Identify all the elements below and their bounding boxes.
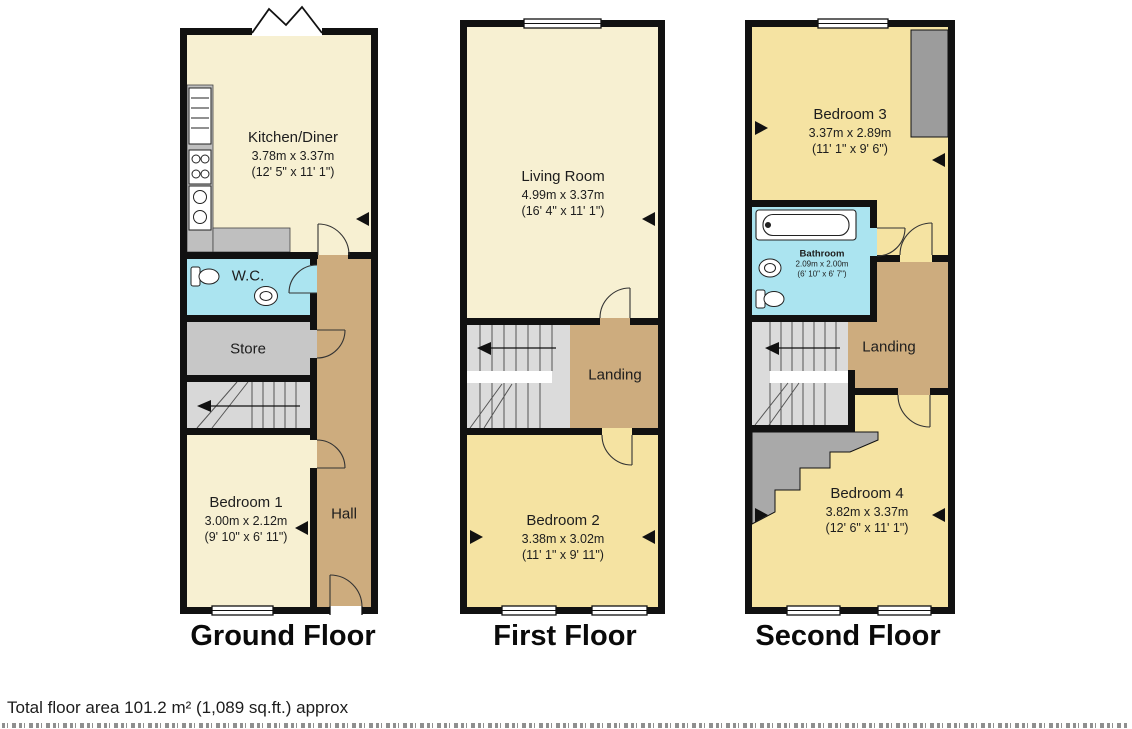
room-name: Living Room: [521, 168, 605, 185]
landing2-lower-floor: [848, 322, 948, 395]
sloped-ceiling-area: [751, 431, 879, 525]
bay-window: [251, 5, 323, 36]
store-floor: [187, 322, 317, 375]
room-label-kitchen-diner: Kitchen/Diner 3.78m x 3.37m (12' 5" x 11…: [248, 128, 338, 180]
room-label-store: Store: [230, 339, 266, 359]
ground-door-arcs: [288, 223, 363, 608]
room-name: Bathroom: [799, 248, 845, 260]
room-name: W.C.: [231, 267, 265, 285]
room-size-imperial: (12' 5" x 11' 1"): [251, 164, 335, 179]
room-label-landing-first: Landing: [588, 365, 641, 385]
room-size-metric: 3.82m x 3.37m: [825, 504, 909, 519]
second-floor-geometry: [745, 18, 955, 616]
first-door-arcs: [599, 287, 633, 466]
ground-floor-geometry: [180, 5, 378, 616]
stairs-ground-arrow: [197, 400, 300, 412]
room-name: Bedroom 4: [830, 485, 904, 502]
second-direction-arrows: [755, 121, 945, 522]
room-label-bedroom1: Bedroom 1 3.00m x 2.12m (9' 10" x 6' 11"…: [205, 493, 288, 545]
room-label-living-room: Living Room 4.99m x 3.37m (16' 4" x 11' …: [521, 167, 604, 219]
room-name: Bedroom 1: [209, 494, 283, 511]
window: [786, 18, 932, 616]
toilet-icon: [190, 266, 220, 287]
bedroom2-floor: [467, 428, 658, 607]
room-name: Kitchen/Diner: [247, 129, 339, 146]
ground-direction-arrows: [295, 212, 369, 535]
room-name: Landing: [862, 338, 916, 356]
room-size-metric: 3.78m x 3.37m: [251, 148, 335, 163]
stairs-first-arrow: [477, 342, 556, 355]
bathroom-toilet-icon: [755, 289, 785, 309]
room-size-imperial: (16' 4" x 11' 1"): [521, 203, 605, 218]
room-size-metric: 4.99m x 3.37m: [521, 187, 605, 202]
second-door-arcs: [876, 222, 933, 428]
room-size-imperial: (9' 10" x 6' 11"): [204, 529, 288, 544]
floor-title-second: Second Floor: [755, 620, 941, 652]
room-size-imperial: (12' 6" x 11' 1"): [825, 520, 909, 535]
room-size-imperial: (11' 1" x 9' 11"): [522, 547, 604, 562]
room-name: Bedroom 2: [526, 512, 600, 529]
room-name: Landing: [588, 366, 642, 384]
landing1-floor: [570, 318, 658, 435]
room-size-metric: 3.37m x 2.89m: [808, 125, 892, 140]
kitchen-sink-icon: [188, 185, 212, 231]
wc-floor: [187, 259, 317, 315]
floor-title-ground: Ground Floor: [190, 620, 376, 652]
first-direction-arrows: [470, 212, 655, 544]
wc-basin-icon: [254, 286, 278, 306]
hob-icon: [188, 149, 212, 185]
window: [211, 605, 274, 616]
stairs-second-arrow: [765, 342, 840, 355]
room-name: Bedroom 3: [813, 106, 887, 123]
floor-title-first: First Floor: [493, 620, 637, 652]
stairs-ground: [196, 381, 297, 429]
bathroom-basin-icon: [758, 258, 782, 278]
room-size-imperial: (6' 10" x 6' 7"): [797, 269, 847, 279]
bathtub-icon: [755, 209, 857, 241]
room-label-bedroom4: Bedroom 4 3.82m x 3.37m (12' 6" x 11' 1"…: [826, 484, 909, 536]
room-label-bedroom2: Bedroom 2 3.38m x 3.02m (11' 1" x 9' 11"…: [522, 511, 605, 563]
room-size-metric: 2.09m x 2.00m: [795, 260, 849, 270]
bedroom4-upper-floor: [855, 395, 948, 432]
total-floor-area-text: Total floor area 101.2 m² (1,089 sq.ft.)…: [7, 698, 349, 717]
room-name: Hall: [331, 505, 357, 523]
room-label-bedroom3: Bedroom 3 3.37m x 2.89m (11' 1" x 9' 6"): [809, 105, 892, 157]
stairs-first-rail: [467, 371, 552, 383]
room-label-wc: W.C.: [232, 266, 265, 286]
room-size-imperial: (11' 1" x 9' 6"): [812, 141, 888, 156]
cropped-disclaimer-text: [2, 723, 1128, 728]
first-floor-geometry: [460, 18, 665, 616]
living-floor: [467, 27, 658, 325]
stairs-second-rail: [770, 371, 848, 383]
window: [501, 18, 648, 616]
landing2-upper-floor: [877, 262, 948, 322]
hall-floor: [310, 252, 371, 607]
room-size-metric: 3.38m x 3.02m: [521, 531, 605, 546]
room-label-landing-second: Landing: [862, 337, 915, 357]
bedroom3-entry-floor: [877, 200, 948, 262]
front-door-opening: [329, 606, 363, 616]
room-label-bathroom: Bathroom 2.09m x 2.00m (6' 10" x 6' 7"): [796, 249, 849, 280]
room-size-metric: 3.00m x 2.12m: [204, 513, 288, 528]
closet: [910, 29, 949, 138]
oven-icon: [188, 87, 212, 145]
kitchen-floor: [187, 35, 371, 255]
room-name: Store: [230, 340, 266, 358]
room-label-hall: Hall: [331, 504, 357, 524]
bedroom1-floor: [187, 435, 317, 607]
